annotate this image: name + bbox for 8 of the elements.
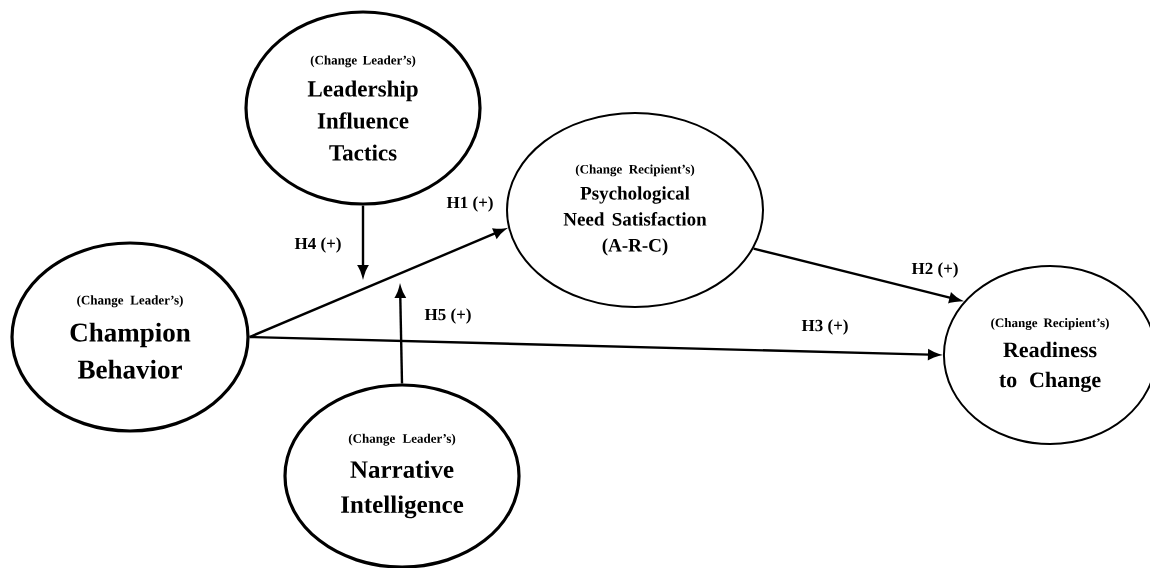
- arrow: [357, 205, 369, 277]
- edge-label: H4 (+): [293, 236, 343, 254]
- arrow: [395, 286, 406, 384]
- arrow: [249, 228, 506, 339]
- edge-label: H5 (+): [423, 307, 473, 325]
- arrow: [249, 335, 940, 360]
- edge-label: H3 (+): [800, 318, 850, 336]
- arrow: [753, 247, 961, 303]
